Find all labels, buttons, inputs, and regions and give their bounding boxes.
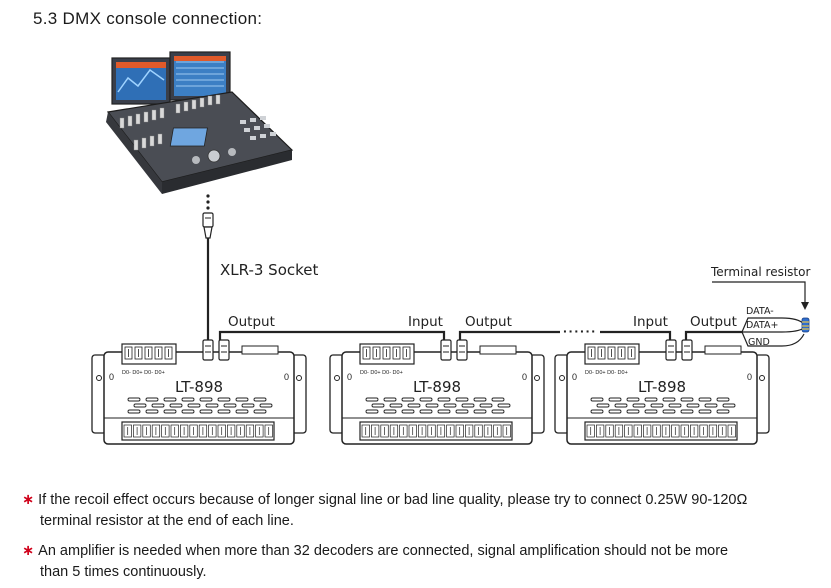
xlr-output-socket <box>681 339 693 361</box>
xlr-input-socket <box>202 339 214 361</box>
chain-cable-1 <box>218 330 446 342</box>
output-label: Output <box>465 314 512 330</box>
decoder-1: D0- D0+ D0- D0+ 0 0LT-898 Output <box>91 314 307 445</box>
terminal-labels: D0- D0+ D0- D0+ <box>585 370 628 376</box>
terminal-resistor-label: Terminal resistor <box>710 265 810 279</box>
wire-data-minus: DATA- <box>746 306 774 317</box>
connection-diagram: XLR-3 Socket ······ DATA- DATA+ GND Term… <box>91 51 810 445</box>
resistor-callout-arrow <box>801 302 809 310</box>
note-1: ∗If the recoil effect occurs because of … <box>22 490 822 532</box>
section-heading: 5.3 DMX console connection: <box>33 9 263 28</box>
decoder-marker-right: 0 <box>747 372 752 382</box>
xlr-input-socket <box>440 339 452 361</box>
xlr-socket-label: XLR-3 Socket <box>220 261 318 279</box>
console-monitor-left <box>111 57 171 105</box>
input-label: Input <box>408 314 443 330</box>
console-monitor-right <box>169 51 231 101</box>
decoder-body <box>566 351 758 445</box>
decoder-model-label: LT-898 <box>175 378 223 396</box>
note-1-line-2: terminal resistor at the end of each lin… <box>40 513 294 529</box>
output-label: Output <box>228 314 275 330</box>
decoder-marker-right: 0 <box>522 372 527 382</box>
terminal-labels: D0- D0+ D0- D0+ <box>122 370 165 376</box>
input-label: Input <box>633 314 668 330</box>
decoder-2: D0- D0+ D0- D0+ 0 0LT-898 Input Output <box>329 314 545 445</box>
chain-ellipsis: ······ <box>563 323 597 339</box>
output-cable-end <box>684 330 742 342</box>
resistor-callout-line <box>712 281 806 306</box>
xlr-output-socket <box>456 339 468 361</box>
decoder-model-label: LT-898 <box>638 378 686 396</box>
note-star-icon: ∗ <box>22 543 35 559</box>
decoder-marker-left: 0 <box>347 372 352 382</box>
decoder-body <box>341 351 533 445</box>
console-dots <box>206 194 210 210</box>
xlr-plug <box>202 212 214 239</box>
xlr-input-socket <box>665 339 677 361</box>
note-2: ∗An amplifier is needed when more than 3… <box>22 541 822 583</box>
xlr-output-socket <box>218 339 230 361</box>
chain-cable-2b <box>600 330 672 342</box>
terminal-labels: D0- D0+ D0- D0+ <box>360 370 403 376</box>
wire-data-plus: DATA+ <box>746 320 778 331</box>
note-1-line-1: If the recoil effect occurs because of l… <box>38 492 748 508</box>
decoder-3: D0- D0+ D0- D0+ 0 0LT-898 Input Output <box>554 314 770 445</box>
note-2-line-2: than 5 times continuously. <box>40 564 207 580</box>
decoder-marker-right: 0 <box>284 372 289 382</box>
decoder-model-label: LT-898 <box>413 378 461 396</box>
decoder-marker-left: 0 <box>572 372 577 382</box>
note-star-icon: ∗ <box>22 492 35 508</box>
decoder-body <box>103 351 295 445</box>
wire-gnd: GND <box>748 337 770 348</box>
terminal-resistor <box>801 317 810 333</box>
dmx-console <box>106 51 294 194</box>
output-label: Output <box>690 314 737 330</box>
note-2-line-1: An amplifier is needed when more than 32… <box>38 543 729 559</box>
decoder-marker-left: 0 <box>109 372 114 382</box>
chain-cable-2a <box>458 330 560 342</box>
